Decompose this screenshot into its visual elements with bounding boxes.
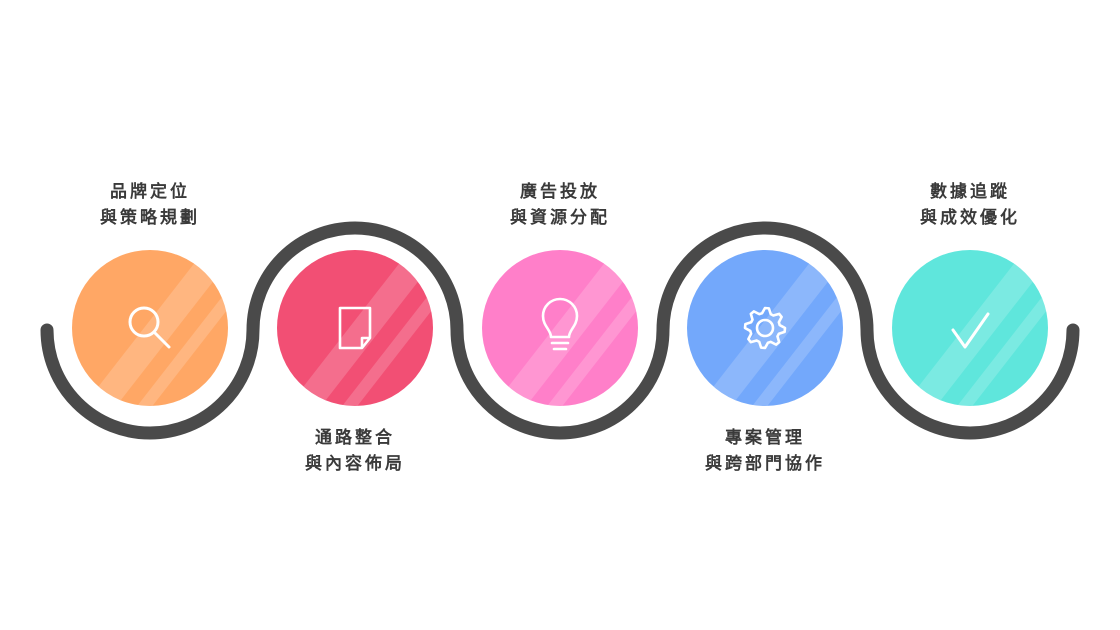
step-2-node bbox=[277, 250, 433, 406]
document-icon bbox=[338, 306, 372, 350]
step-3-gloss bbox=[482, 250, 638, 406]
step-1-node bbox=[72, 250, 228, 406]
step-2-subtitle: 與內容佈局 bbox=[305, 454, 405, 474]
step-5-circle bbox=[892, 250, 1048, 406]
step-4-subtitle: 與跨部門協作 bbox=[705, 454, 825, 474]
step-4-circle bbox=[687, 250, 843, 406]
step-3-node bbox=[482, 250, 638, 406]
step-5-label: 數據追蹤 與成效優化 bbox=[860, 179, 1080, 231]
step-5-title: 數據追蹤 bbox=[930, 182, 1010, 202]
step-3-subtitle: 與資源分配 bbox=[510, 208, 610, 228]
step-1-subtitle: 與策略規劃 bbox=[100, 208, 200, 228]
step-4-node bbox=[687, 250, 843, 406]
step-2-title: 通路整合 bbox=[315, 428, 395, 448]
step-2-gloss bbox=[277, 250, 433, 406]
step-1-label: 品牌定位 與策略規劃 bbox=[40, 179, 260, 231]
step-3-title: 廣告投放 bbox=[520, 182, 600, 202]
step-5-node bbox=[892, 250, 1048, 406]
step-4-title: 專案管理 bbox=[725, 428, 805, 448]
step-4-label: 專案管理 與跨部門協作 bbox=[655, 425, 875, 477]
step-5-subtitle: 與成效優化 bbox=[920, 208, 1020, 228]
step-2-label: 通路整合 與內容佈局 bbox=[245, 425, 465, 477]
gear-icon bbox=[743, 306, 787, 350]
lightbulb-icon bbox=[541, 297, 579, 351]
step-3-circle bbox=[482, 250, 638, 406]
step-3-label: 廣告投放 與資源分配 bbox=[450, 179, 670, 231]
wave-connector bbox=[40, 221, 1080, 440]
check-icon bbox=[951, 312, 990, 349]
step-1-circle bbox=[72, 250, 228, 406]
step-1-title: 品牌定位 bbox=[110, 182, 190, 202]
search-icon bbox=[128, 306, 171, 349]
step-2-circle bbox=[277, 250, 433, 406]
